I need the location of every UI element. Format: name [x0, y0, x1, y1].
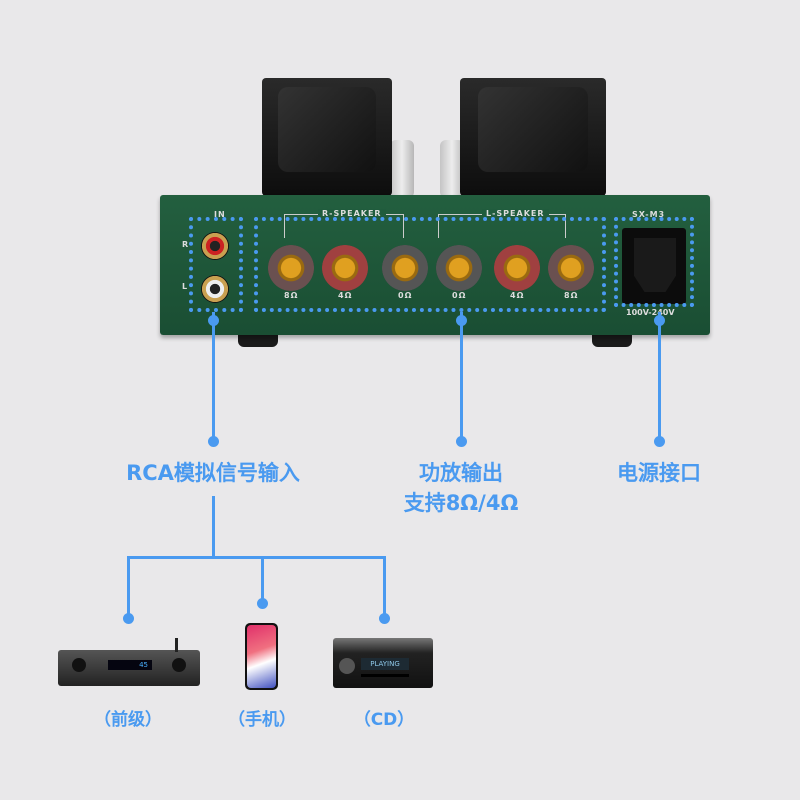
vacuum-tube [390, 140, 414, 198]
speaker-terminal [268, 245, 314, 291]
power-socket-highlight [614, 217, 694, 307]
callout-dot [654, 436, 665, 447]
tree-line [212, 496, 215, 558]
terminal-label: 0Ω [452, 291, 467, 300]
tree-dot [379, 613, 390, 624]
chassis-foot [592, 333, 632, 347]
l-label: L [182, 282, 189, 291]
terminal-label: 0Ω [398, 291, 413, 300]
tree-dot [123, 613, 134, 624]
terminal-label: 4Ω [338, 291, 353, 300]
rca-jack-left [201, 275, 229, 303]
callout-line [460, 312, 463, 440]
phone-icon [245, 623, 278, 690]
r-label: R [182, 240, 190, 249]
callout-dot [208, 315, 219, 326]
rca-jack-right [201, 232, 229, 260]
voltage-label: 100V-240V [626, 308, 675, 317]
callout-dot [208, 436, 219, 447]
tree-line [127, 556, 386, 559]
terminal-label: 8Ω [284, 291, 299, 300]
speaker-terminal [322, 245, 368, 291]
preamp-label: （前级） [94, 710, 162, 730]
transformer-left [460, 78, 606, 196]
transformer-right [262, 78, 392, 196]
tree-line [127, 556, 130, 616]
antenna [175, 638, 178, 652]
terminal-label: 4Ω [510, 291, 525, 300]
r-speaker-label: R-SPEAKER [318, 209, 386, 218]
l-speaker-label: L-SPEAKER [482, 209, 549, 218]
model-label: SX-M3 [632, 210, 666, 219]
tree-line [383, 556, 386, 616]
phone-label: （手机） [228, 710, 296, 730]
speaker-terminal [494, 245, 540, 291]
callout-line [658, 312, 661, 440]
speaker-terminal [436, 245, 482, 291]
amp-output-label: 功放输出 [419, 461, 503, 485]
callout-line [212, 312, 215, 440]
tree-dot [257, 598, 268, 609]
power-socket-label: 电源接口 [617, 461, 701, 485]
speaker-terminal [382, 245, 428, 291]
impedance-label: 支持8Ω/4Ω [403, 491, 519, 515]
callout-dot [456, 436, 467, 447]
rca-input-highlight [189, 217, 243, 312]
cd-player-icon: PLAYING [333, 638, 433, 688]
power-socket [622, 228, 686, 304]
speaker-terminal [548, 245, 594, 291]
chassis-foot [238, 333, 278, 347]
cd-display: PLAYING [361, 658, 409, 670]
speaker-output-highlight [254, 217, 606, 312]
cd-label: （CD） [353, 710, 415, 730]
terminal-label: 8Ω [564, 291, 579, 300]
preamp-icon: 45 [58, 650, 200, 686]
preamp-display: 45 [108, 660, 152, 670]
tree-line [261, 556, 264, 604]
in-label: IN [214, 210, 226, 219]
callout-dot [654, 315, 665, 326]
callout-dot [456, 315, 467, 326]
rca-input-label: RCA模拟信号输入 [126, 461, 300, 485]
